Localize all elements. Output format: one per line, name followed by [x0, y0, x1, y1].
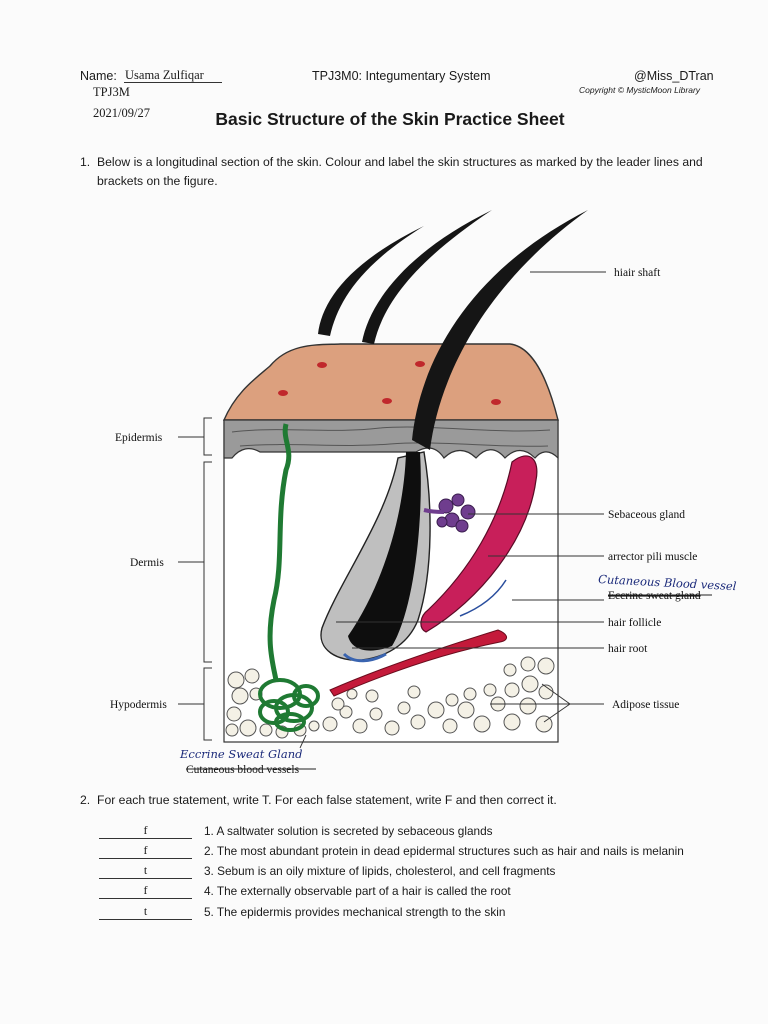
- answer-blank[interactable]: t: [99, 863, 192, 879]
- name-label: Name:: [80, 69, 117, 83]
- class-code: TPJ3M: [93, 85, 130, 99]
- label-hair-root: hair root: [608, 643, 648, 655]
- statement-text: 4. The externally observable part of a h…: [204, 884, 511, 898]
- answer-blank[interactable]: f: [99, 883, 192, 899]
- statement-text: 1. A saltwater solution is secreted by s…: [204, 824, 493, 838]
- answer-blank[interactable]: f: [99, 823, 192, 839]
- hair-papilla: [342, 652, 387, 663]
- statement-text: 3. Sebum is an oily mixture of lipids, c…: [204, 864, 556, 878]
- question-1-text: Below is a longitudinal section of the s…: [97, 155, 703, 169]
- question-1: 1. Below is a longitudinal section of the…: [80, 153, 720, 191]
- label-eccrine-struck: Eccrine sweat gland: [608, 590, 701, 602]
- question-1-number: 1.: [80, 155, 91, 169]
- name-field[interactable]: Usama Zulfiqar: [124, 68, 222, 83]
- course-title: TPJ3M0: Integumentary System: [312, 69, 491, 83]
- label-eccrine-sweat-gland: Eccrine Sweat Gland: [179, 747, 302, 761]
- epidermis-dot: [278, 390, 288, 396]
- hair-shaft-2: [362, 210, 492, 344]
- sweat-gland-duct: [267, 423, 292, 681]
- question-2-number: 2.: [80, 793, 91, 807]
- answer-blank[interactable]: t: [99, 904, 192, 920]
- layer-brackets: [178, 417, 212, 741]
- label-adipose-tissue: Adipose tissue: [612, 699, 679, 711]
- label-arrector-pili: arrector pili muscle: [608, 551, 697, 563]
- epidermis-surface: [222, 343, 559, 421]
- statement-text: 5. The epidermis provides mechanical str…: [204, 905, 506, 919]
- leader-lines: [299, 271, 606, 749]
- copyright-notice: Copyright © MysticMoon Library: [579, 85, 701, 95]
- papillary-layer: [223, 419, 559, 460]
- label-hair-follicle: hair follicle: [608, 617, 661, 629]
- label-cutaneous-struck: Cutaneous blood vessels: [186, 764, 300, 776]
- label-hypodermis: Hypodermis: [110, 699, 167, 711]
- question-1-text-cont: brackets on the figure.: [97, 174, 218, 188]
- label-epidermis: Epidermis: [115, 432, 163, 444]
- answer-blank[interactable]: f: [99, 843, 192, 859]
- statement-text: 2. The most abundant protein in dead epi…: [204, 844, 684, 858]
- sebaceous-gland: [436, 493, 476, 533]
- epidermis-dot: [317, 362, 327, 368]
- epidermis-dot: [491, 399, 501, 405]
- hair-root: [348, 452, 421, 651]
- date-text: 2021/09/27: [93, 106, 150, 120]
- question-2: 2. For each true statement, write T. For …: [80, 791, 557, 810]
- label-sebaceous-gland: Sebaceous gland: [608, 509, 685, 521]
- sweat-gland-coil: [258, 678, 320, 732]
- blood-vessel: [329, 629, 507, 697]
- label-hair-shaft: hiair shaft: [614, 267, 661, 279]
- epidermis-dot: [382, 398, 392, 404]
- epidermis-dot: [415, 361, 425, 367]
- arrector-pili-muscle: [420, 455, 538, 633]
- hair-shaft-1: [318, 226, 424, 336]
- author-handle: @Miss_DTran: [634, 69, 714, 83]
- page-title: Basic Structure of the Skin Practice She…: [215, 109, 565, 129]
- question-2-text: For each true statement, write T. For ea…: [97, 793, 557, 807]
- hair-shaft-main: [412, 210, 588, 450]
- label-dermis: Dermis: [130, 557, 164, 569]
